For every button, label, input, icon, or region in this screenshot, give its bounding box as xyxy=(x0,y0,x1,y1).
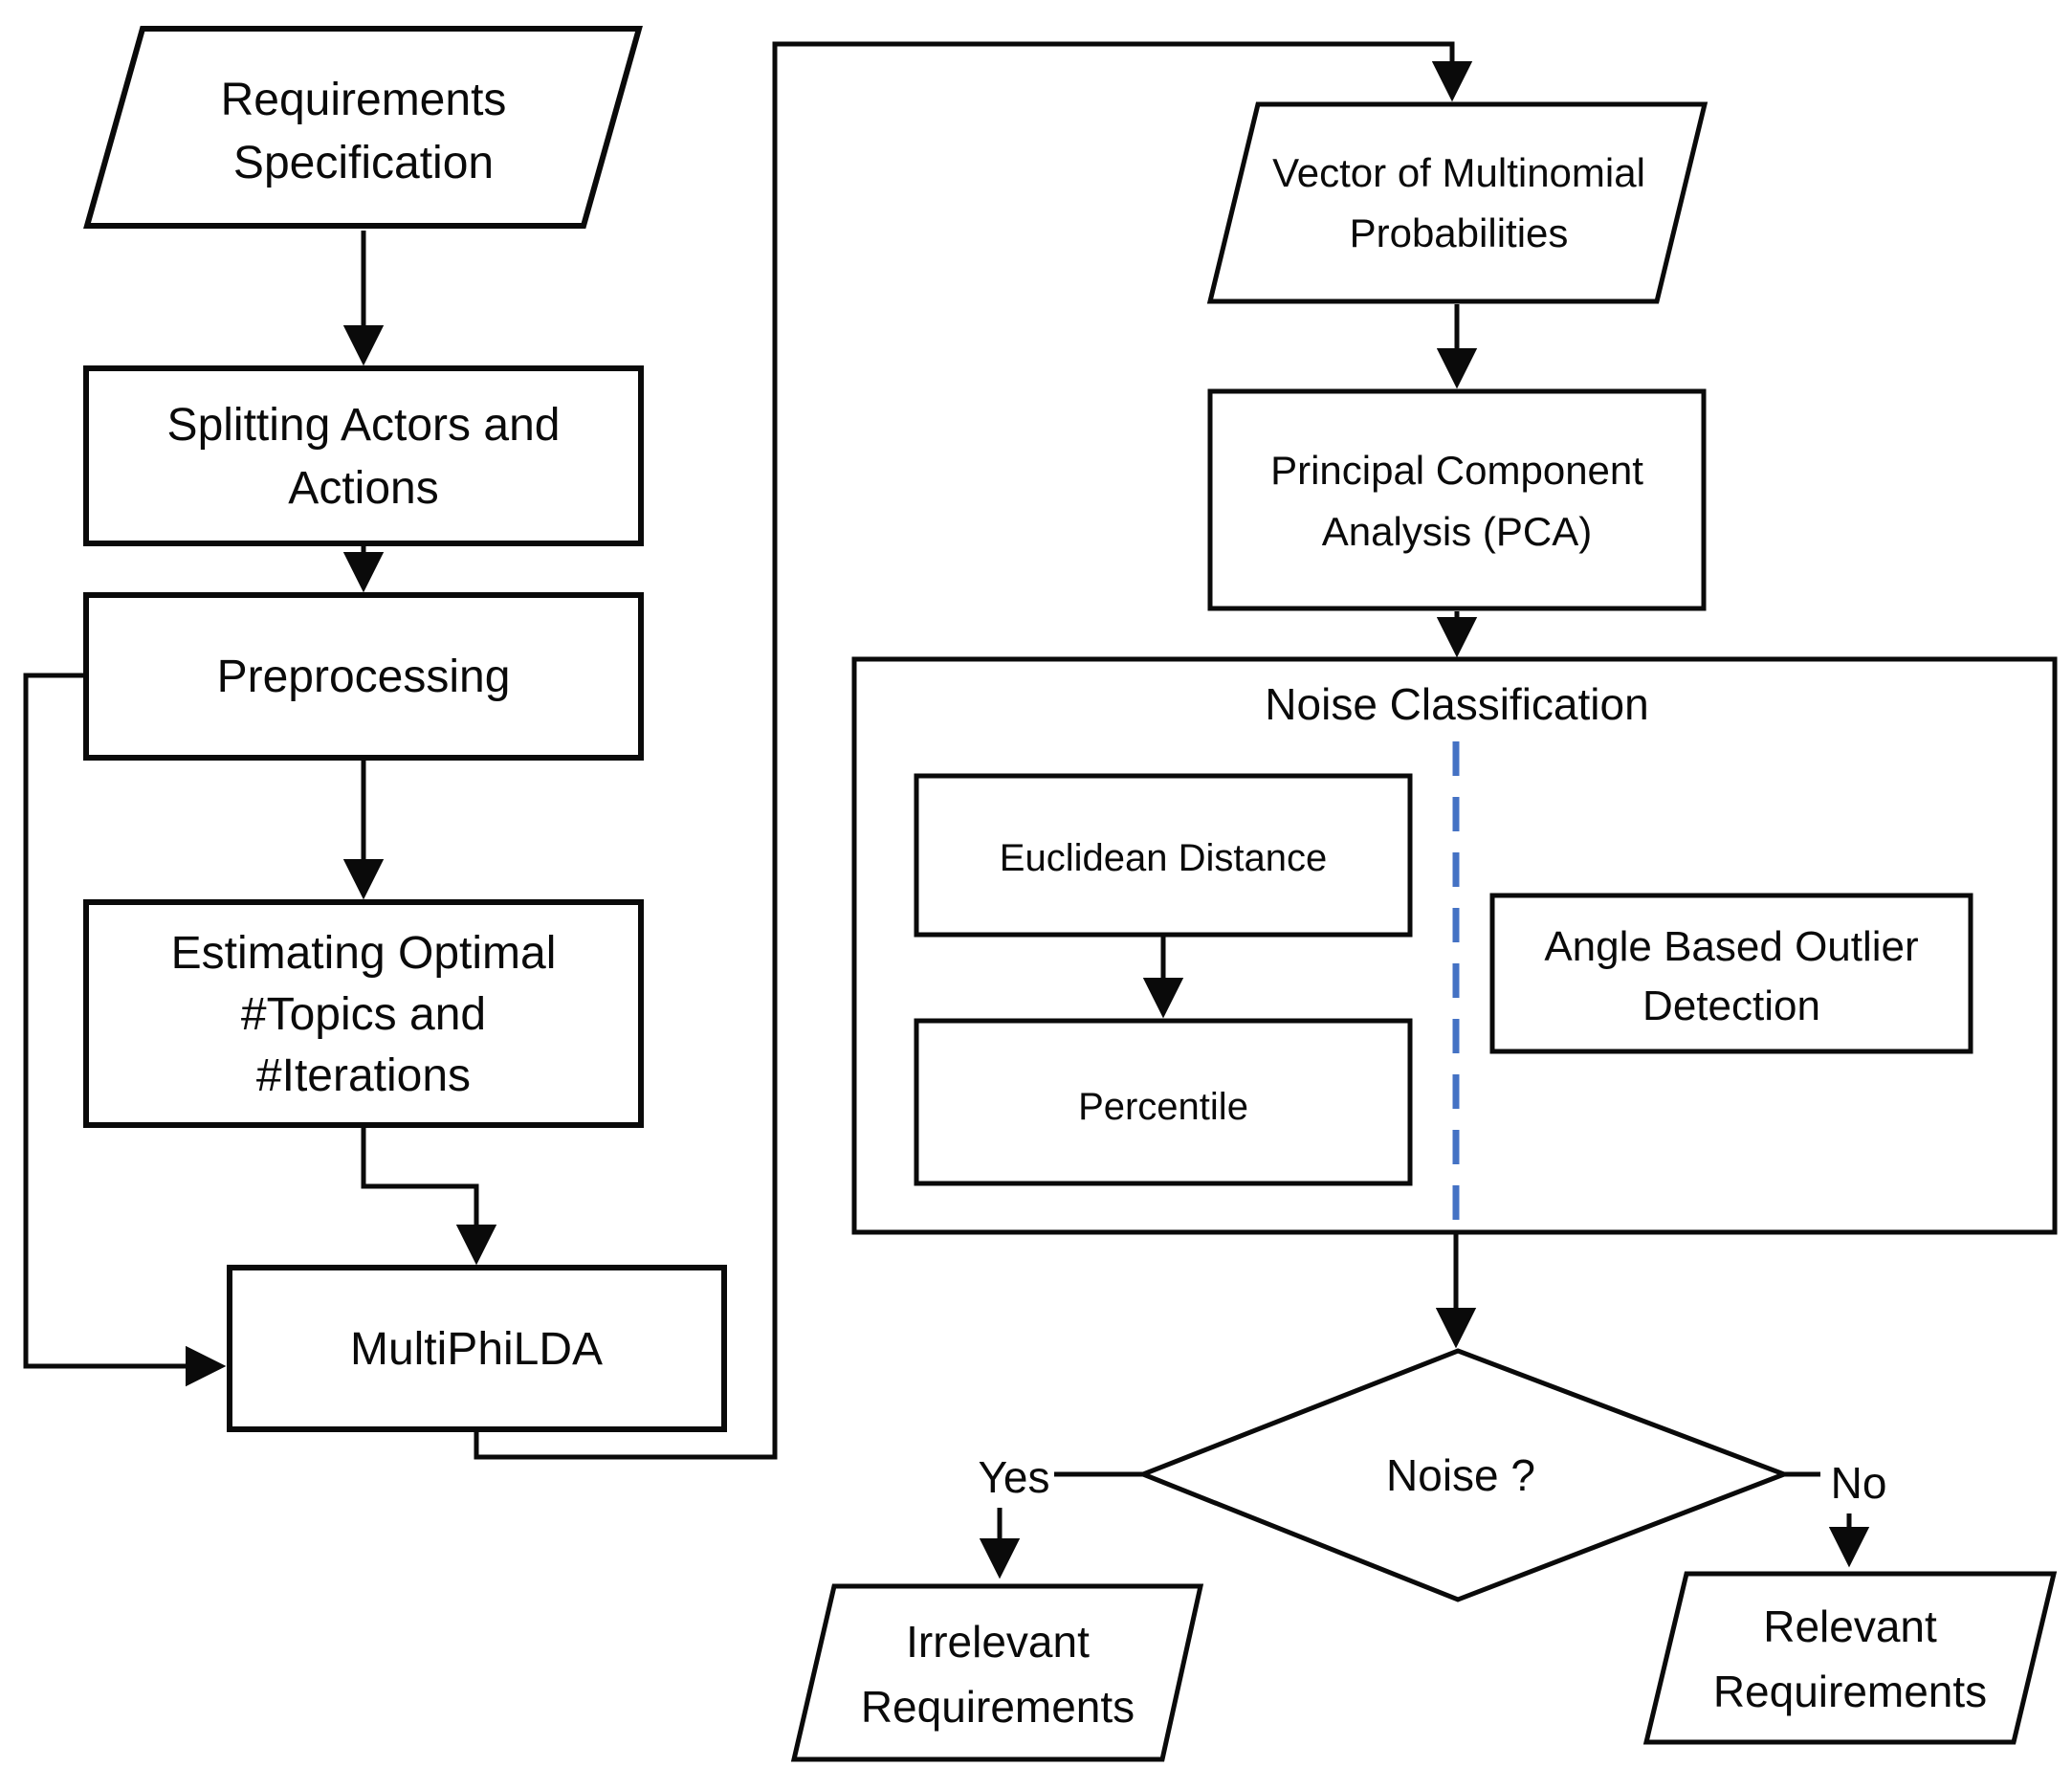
node-preprocessing: Preprocessing xyxy=(83,592,644,761)
splitting-actors-actions-label-line1: Splitting Actors and xyxy=(167,400,561,451)
preprocessing-label: Preprocessing xyxy=(217,652,511,702)
noise-decision-shape xyxy=(1136,1348,1792,1602)
splitting-actors-actions-label-line2: Actions xyxy=(288,463,438,514)
estimating-optimal-label-line2: #Topics and xyxy=(241,989,486,1040)
node-percentile: Percentile xyxy=(914,1018,1413,1186)
preprocessing-shape xyxy=(83,592,644,761)
relevant-requirements-shape xyxy=(1642,1571,2058,1745)
splitting-actors-actions-shape xyxy=(83,365,644,546)
irrelevant-requirements-label-line2: Requirements xyxy=(861,1682,1135,1732)
noise-classification-container xyxy=(851,656,2058,1235)
edge-estimating-to-multiphilda xyxy=(361,1125,497,1266)
estimating-optimal-shape xyxy=(83,899,644,1128)
pca-shape xyxy=(1207,388,1707,611)
edges xyxy=(23,41,1870,1579)
no-branch-label: No xyxy=(1831,1458,1887,1508)
node-estimating-optimal: Estimating Optimal #Topics and #Iteratio… xyxy=(83,899,644,1128)
requirements-specification-label-line1: Requirements xyxy=(221,75,507,125)
node-splitting-actors-actions: Splitting Actors and Actions xyxy=(83,365,644,546)
irrelevant-requirements-shape xyxy=(790,1583,1204,1762)
edge-feedback-preprocessing-to-multiphilda xyxy=(23,673,227,1387)
node-vector-multinomial: Vector of Multinomial Probabilities xyxy=(1206,101,1708,304)
percentile-label: Percentile xyxy=(1078,1086,1248,1128)
edge-multiphilda-to-vector xyxy=(474,41,1473,1460)
node-euclidean-distance: Euclidean Distance xyxy=(914,773,1413,938)
estimating-optimal-label-line3: #Iterations xyxy=(256,1050,471,1101)
euclidean-distance-shape xyxy=(914,773,1413,938)
vector-multinomial-shape xyxy=(1206,101,1708,304)
pca-label-line1: Principal Component xyxy=(1270,448,1643,493)
multiphilda-shape xyxy=(227,1265,727,1432)
requirements-specification-shape xyxy=(83,26,643,229)
noise-decision-label: Noise ? xyxy=(1386,1450,1535,1500)
multiphilda-label: MultiPhiLDA xyxy=(350,1324,603,1375)
node-angle-based-outlier: Angle Based Outlier Detection xyxy=(1489,893,1973,1054)
irrelevant-requirements-label-line1: Irrelevant xyxy=(906,1617,1090,1667)
angle-based-outlier-label-line2: Detection xyxy=(1642,983,1820,1029)
angle-based-outlier-shape xyxy=(1489,893,1973,1054)
estimating-optimal-label-line1: Estimating Optimal xyxy=(171,928,557,979)
yes-branch-label: Yes xyxy=(978,1452,1049,1502)
percentile-shape xyxy=(914,1018,1413,1186)
pca-label-line2: Analysis (PCA) xyxy=(1322,509,1592,554)
node-multiphilda: MultiPhiLDA xyxy=(227,1265,727,1432)
relevant-requirements-label-line2: Requirements xyxy=(1713,1667,1987,1716)
vector-multinomial-label-line2: Probabilities xyxy=(1350,210,1569,255)
euclidean-distance-label: Euclidean Distance xyxy=(1000,837,1327,879)
requirements-specification-label-line2: Specification xyxy=(233,138,494,188)
node-noise-decision: Noise ? xyxy=(1136,1348,1792,1602)
node-requirements-specification: Requirements Specification xyxy=(83,26,643,229)
group-noise-classification: Noise Classification Euclidean Distance … xyxy=(851,656,2058,1235)
node-relevant-requirements: Relevant Requirements xyxy=(1642,1571,2058,1745)
relevant-requirements-label-line1: Relevant xyxy=(1763,1601,1937,1651)
vector-multinomial-label-line1: Vector of Multinomial xyxy=(1272,150,1645,195)
angle-based-outlier-label-line1: Angle Based Outlier xyxy=(1544,923,1918,970)
node-pca: Principal Component Analysis (PCA) xyxy=(1207,388,1707,611)
noise-classification-title: Noise Classification xyxy=(1265,679,1648,729)
node-irrelevant-requirements: Irrelevant Requirements xyxy=(790,1583,1204,1762)
